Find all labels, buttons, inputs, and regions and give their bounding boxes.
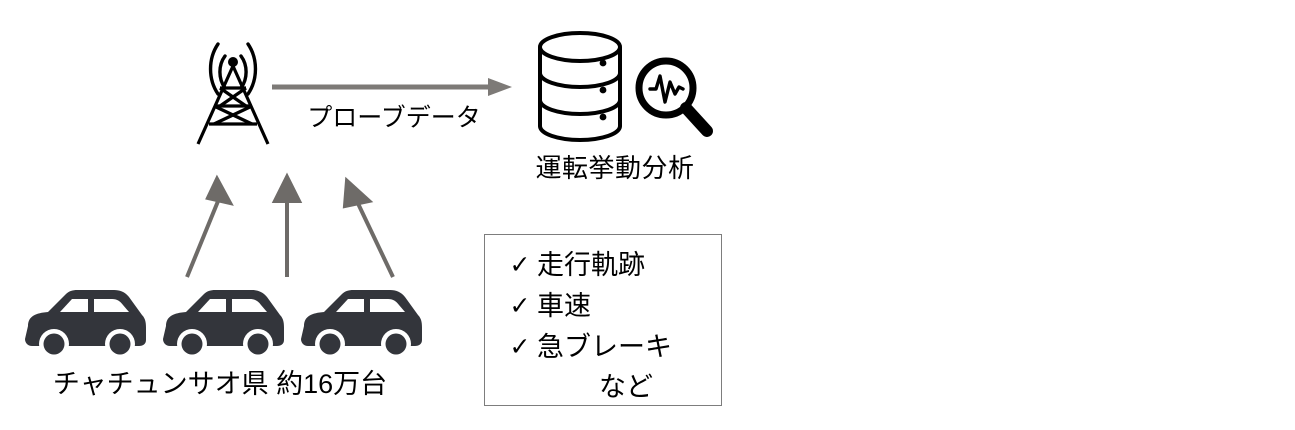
upload-arrows-group	[175, 165, 405, 280]
checklist-item-label: 走行軌跡	[537, 250, 645, 280]
checklist-item: ✓ 急ブレーキ	[503, 327, 672, 368]
car-icon	[160, 282, 288, 360]
magnifier-waveform-icon	[633, 55, 715, 137]
probe-data-flow-diagram: プローブデータ 運転挙動分析	[22, 30, 722, 406]
cell-tower-icon	[178, 32, 288, 147]
check-icon: ✓	[509, 292, 531, 320]
checklist-item-label: 急ブレーキ	[537, 332, 672, 362]
hard-braking-map-panel: 急ブレーキ発生頻度の高いエリア Tawaruna mountains	[740, 0, 1295, 430]
driving-behavior-analysis-label: 運転挙動分析	[535, 153, 695, 183]
car-icon	[298, 282, 426, 360]
probe-data-arrow	[272, 76, 512, 98]
database-cylinder-icon	[535, 30, 625, 145]
check-icon: ✓	[509, 333, 531, 361]
checklist-item: ✓ 車速	[503, 286, 672, 327]
vehicle-fleet-caption: チャチュンサオ県 約16万台	[52, 369, 388, 399]
checklist-item: ✓ 走行軌跡	[503, 245, 672, 286]
probe-data-label: プローブデータ	[307, 104, 481, 132]
car-icon	[22, 282, 150, 360]
checklist-etc-label: など	[599, 372, 653, 402]
check-icon: ✓	[509, 251, 531, 279]
checklist-item-label: 車速	[537, 291, 591, 321]
data-attributes-checklist: ✓ 走行軌跡 ✓ 車速 ✓ 急ブレーキ など	[484, 234, 722, 406]
